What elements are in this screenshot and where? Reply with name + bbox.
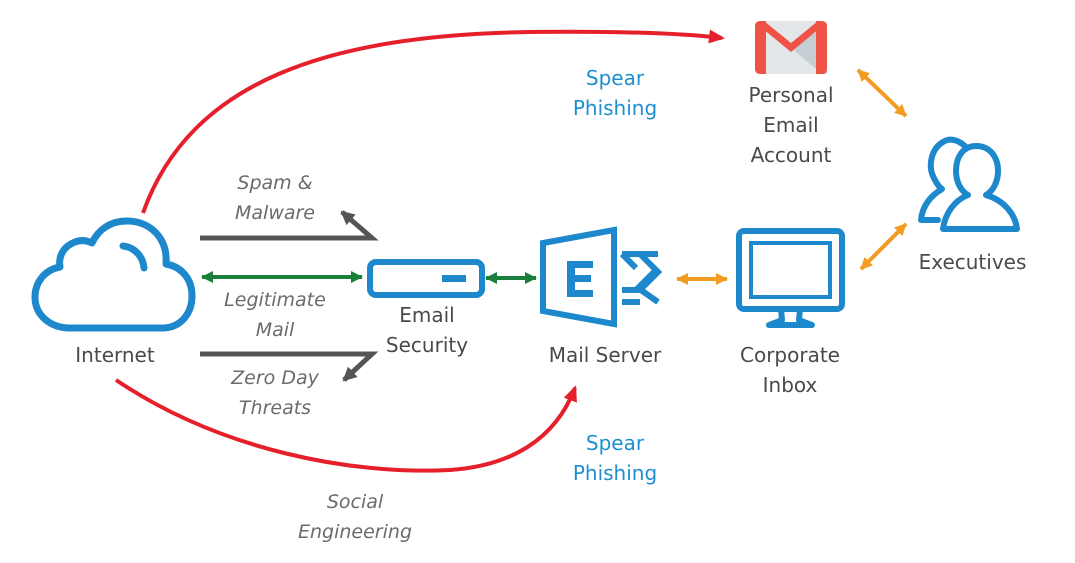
exchange-icon (540, 226, 663, 328)
personal-email-label: Personal Email Account (726, 80, 856, 170)
social-label-line2: Engineering (298, 521, 412, 543)
inbox-to-executives-arrow (859, 222, 908, 271)
spam-label-line1: Spam & (237, 172, 313, 194)
zero-day-blocked-arrow (200, 351, 379, 382)
users-icon (918, 136, 1020, 232)
social-label-line1: Social (326, 491, 384, 513)
gmail-icon (755, 21, 827, 74)
internet-label-text: Internet (75, 343, 155, 367)
spear-bottom-line1: Spear (585, 431, 645, 455)
mail-server-label: Mail Server (530, 340, 680, 370)
personal-to-executives-arrow (856, 68, 908, 118)
corporate-inbox-label-line2: Inbox (762, 373, 818, 397)
email-security-label: Email Security (368, 300, 486, 360)
personal-email-label-line1: Personal (748, 83, 834, 107)
personal-email-label-line2: Email (763, 113, 819, 137)
zero-day-threats-label: Zero Day Threats (210, 363, 340, 423)
spam-blocked-arrow (200, 210, 379, 241)
zero-day-label-line1: Zero Day (231, 367, 319, 389)
spear-bottom-line2: Phishing (572, 461, 658, 485)
spear-phishing-bottom-label: Spear Phishing (555, 428, 675, 488)
appliance-icon (367, 259, 485, 298)
spear-phishing-top-label: Spear Phishing (555, 63, 675, 123)
mail-server-label-text: Mail Server (548, 343, 662, 367)
executives-label: Executives (905, 247, 1040, 277)
spear-phishing-top-arrow (141, 29, 725, 214)
executives-label-text: Executives (918, 250, 1027, 274)
legitimate-mail-label: Legitimate Mail (205, 285, 345, 345)
internet-label: Internet (55, 340, 175, 370)
zero-day-label-line2: Threats (238, 397, 312, 419)
email-security-label-line2: Security (385, 333, 469, 357)
corporate-inbox-label-line1: Corporate (740, 343, 840, 367)
corporate-inbox-label: Corporate Inbox (720, 340, 860, 400)
personal-email-label-line3: Account (750, 143, 832, 167)
social-engineering-arrow (114, 378, 577, 473)
spam-malware-label: Spam & Malware (215, 168, 335, 228)
legit-label-line1: Legitimate (224, 289, 326, 311)
spear-top-line2: Phishing (572, 96, 658, 120)
legit-label-line2: Mail (255, 319, 295, 341)
email-security-label-line1: Email (399, 303, 455, 327)
spear-top-line1: Spear (585, 66, 645, 90)
monitor-icon (736, 228, 845, 328)
spam-label-line2: Malware (235, 202, 315, 224)
social-engineering-label: Social Engineering (285, 487, 425, 547)
cloud-icon (31, 217, 196, 332)
